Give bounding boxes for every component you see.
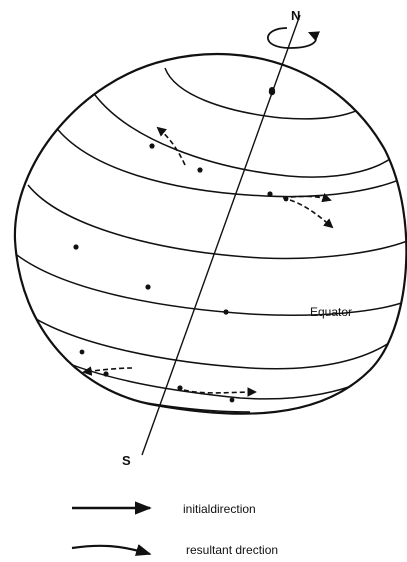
deflection-arrows: [82, 126, 334, 397]
latitude-line: [51, 121, 407, 198]
marker-dot: [103, 371, 109, 377]
resultant-arrow: [183, 387, 257, 397]
legend-resultant-label: resultant drection: [186, 543, 278, 557]
north-label: N: [291, 8, 300, 23]
resultant-arrow: [156, 126, 186, 166]
legend-resultant-arrow: [71, 544, 152, 556]
legend-initial-label: initialdirection: [183, 502, 256, 516]
marker-dot: [177, 385, 183, 391]
resultant-arrow: [82, 366, 133, 376]
resultant-arrow: [282, 193, 332, 203]
equator-label: Equator: [310, 305, 352, 319]
south-label: S: [122, 453, 131, 468]
latitude-line: [27, 184, 407, 260]
legend: initialdirection resultant drection: [71, 501, 278, 557]
globe-outline: [13, 52, 407, 415]
marker-dot: [223, 309, 229, 315]
marker-dot: [145, 284, 151, 290]
marker-dot: [267, 191, 273, 197]
latitude-line: [21, 309, 401, 370]
north-pole-point: [268, 88, 276, 96]
marker-dot: [73, 244, 79, 250]
marker-dot: [197, 167, 203, 173]
latitude-line: [94, 94, 401, 178]
rotation-axis: [141, 14, 301, 456]
marker-dot: [79, 349, 85, 355]
initial-direction-markers: [73, 87, 289, 403]
marker-dot: [229, 397, 235, 403]
latitude-line: [14, 251, 407, 316]
latitude-lines: [14, 67, 407, 413]
marker-dot: [149, 143, 155, 149]
rotation-arrow: [267, 27, 321, 49]
resultant-arrow: [289, 199, 334, 229]
